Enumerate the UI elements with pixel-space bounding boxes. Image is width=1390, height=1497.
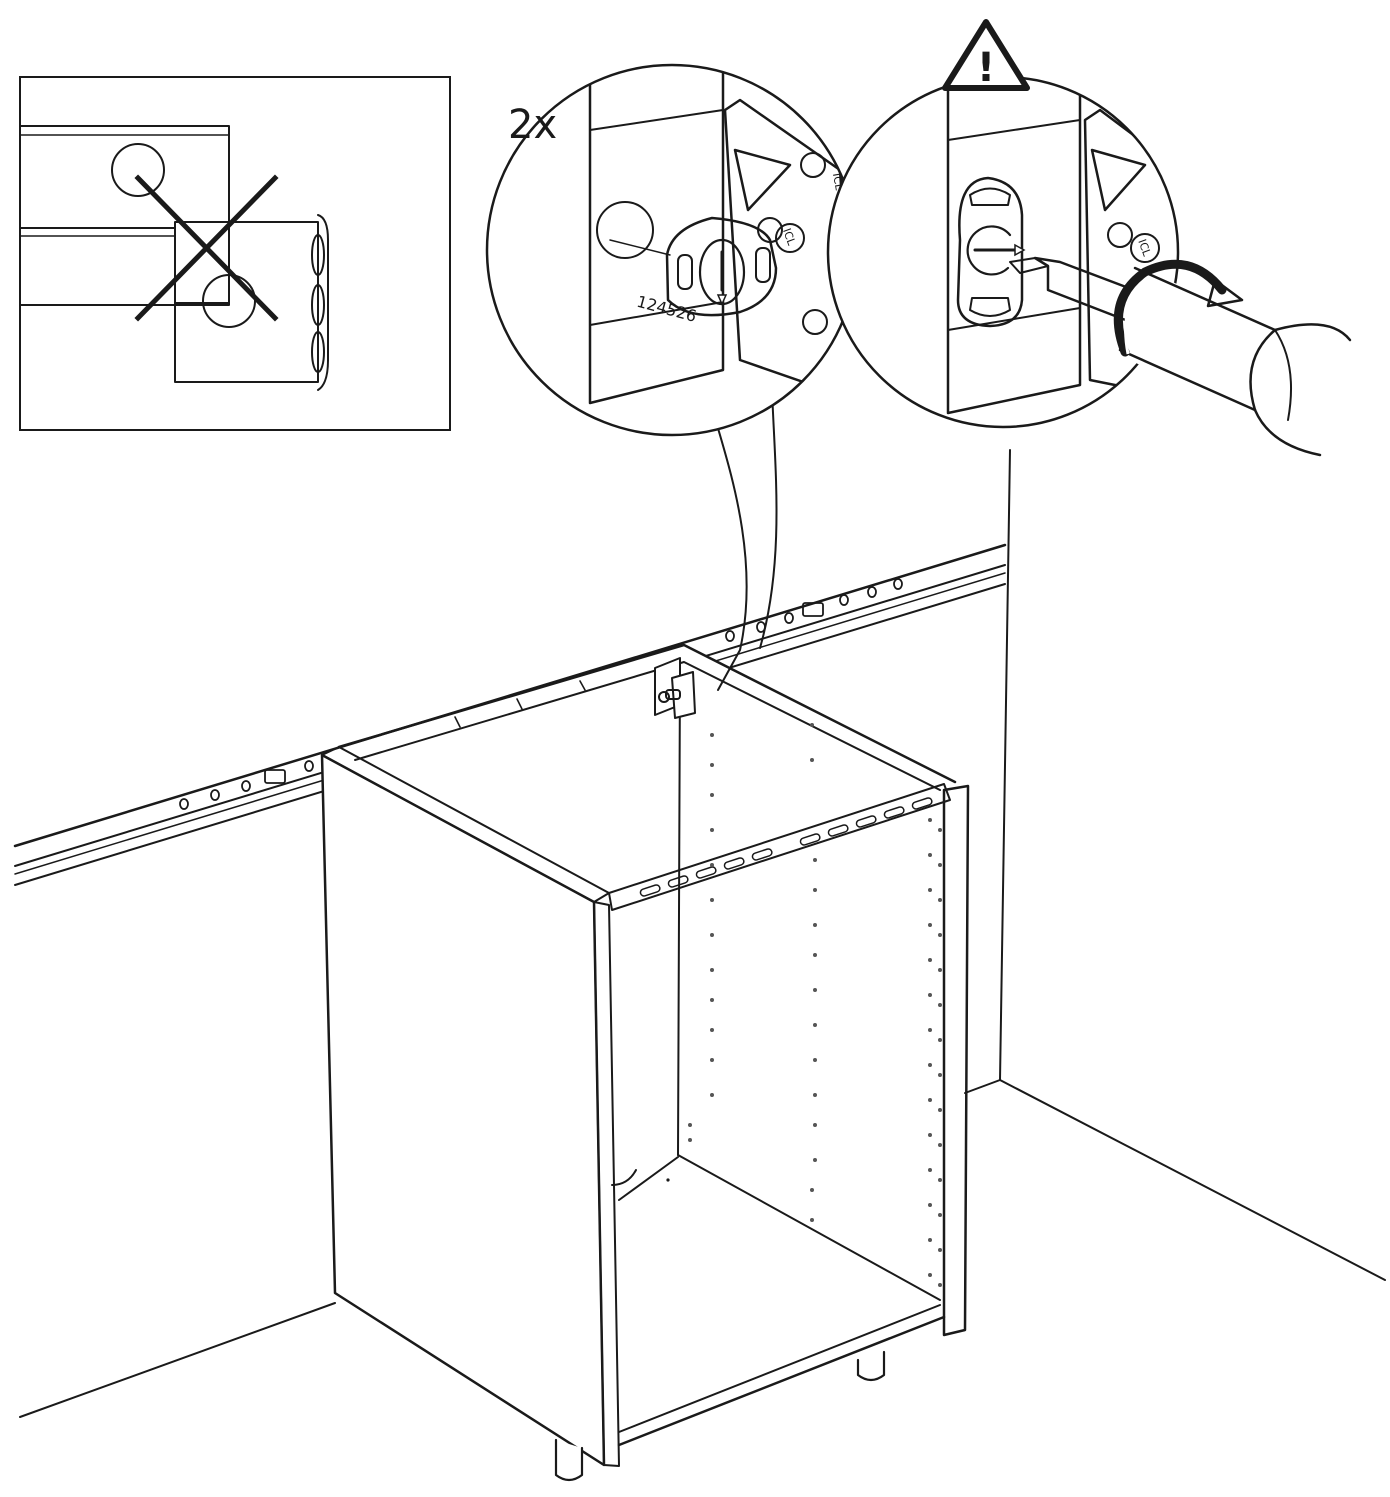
callout-leader-left <box>714 417 748 691</box>
wall-hanging-bracket <box>654 657 696 719</box>
detail-circle-insert: ICL ICL 2x 124526 <box>485 63 859 437</box>
fitting-rotated <box>956 176 1026 328</box>
warning-symbol: ! <box>977 45 995 91</box>
svg-text:ICL: ICL <box>1135 237 1153 258</box>
warning-triangle-icon: ! <box>942 19 1030 91</box>
cross-mark-icon <box>134 174 279 322</box>
floor-line-left <box>19 1302 336 1418</box>
room-background <box>19 449 1386 1418</box>
cabinet-frame <box>320 643 970 1482</box>
screwdriver-handle <box>1118 265 1352 457</box>
inset-frame <box>19 76 451 431</box>
screwdriver-icon <box>1009 256 1178 347</box>
cabinet-right-side <box>942 784 970 1337</box>
detail-circle-tighten: ICL <box>826 75 1352 457</box>
fitting-part-124526 <box>665 216 778 317</box>
cabinet-top-front-rail <box>608 783 951 911</box>
rail-holes-left <box>179 760 314 810</box>
cabinet-front-edge-left <box>593 901 620 1467</box>
rotate-arrow-icon <box>1113 259 1244 357</box>
svg-text:ICL: ICL <box>780 227 798 248</box>
cabinet-legs <box>554 1350 886 1482</box>
incorrect-position-inset <box>19 76 451 431</box>
front-rail-slots <box>639 797 933 897</box>
cabinet-hole-columns <box>688 723 942 1287</box>
floor-corner-line <box>964 1079 1001 1094</box>
floor-line-right <box>999 1079 1386 1281</box>
wall-corner-line <box>999 449 1011 1081</box>
quantity-label: 2x <box>508 102 557 148</box>
callout-leader-right <box>759 389 778 649</box>
